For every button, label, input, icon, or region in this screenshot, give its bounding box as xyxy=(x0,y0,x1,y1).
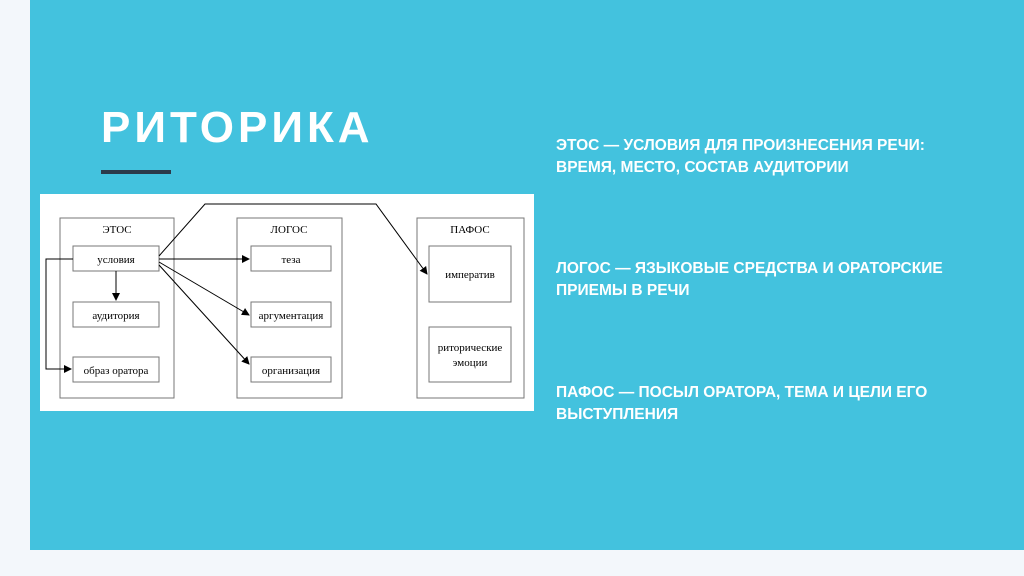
pathos-item-imperative xyxy=(428,245,512,303)
slide-title: РИТОРИКА xyxy=(101,103,374,152)
pathos-item-rhetorical-emotions-line1: риторические xyxy=(438,342,503,354)
logos-label: ЛОГОС xyxy=(271,224,308,236)
pathos-item-rhetorical-emotions xyxy=(428,326,512,383)
pathos-item-rhetorical-emotions-line2: эмоции xyxy=(453,357,488,369)
arrow-conditions-to-imperative xyxy=(158,203,428,275)
ethos-item-audience-label: аудитория xyxy=(92,310,139,322)
ethos-item-speaker-image-label: образ оратора xyxy=(84,365,149,377)
ethos-item-speaker-image xyxy=(72,356,160,383)
ethos-label: ЭТОС xyxy=(102,224,131,236)
logos-item-argumentation xyxy=(250,301,332,328)
logos-item-organization-label: организация xyxy=(262,365,320,377)
diagram-panel: ЭТОС условия аудитория образ оратора ЛОГ… xyxy=(40,194,534,411)
arrow-conditions-to-argumentation xyxy=(158,261,250,316)
logos-item-organization xyxy=(250,356,332,383)
ethos-description: ЭТОС — УСЛОВИЯ ДЛЯ ПРОИЗНЕСЕНИЯ РЕЧИ: ВР… xyxy=(556,137,925,176)
pathos-label: ПАФОС xyxy=(450,224,489,236)
pathos-description: ПАФОС — ПОСЫЛ ОРАТОРА, ТЕМА И ЦЕЛИ ЕГО В… xyxy=(556,384,928,423)
logos-item-thesis-label: теза xyxy=(281,254,300,266)
title-underline xyxy=(101,170,171,174)
rhetoric-diagram: ЭТОС условия аудитория образ оратора ЛОГ… xyxy=(45,203,525,399)
logos-item-argumentation-label: аргументация xyxy=(259,310,324,322)
ethos-item-conditions xyxy=(72,245,160,272)
arrow-conditions-to-organization xyxy=(158,264,250,365)
logos-item-thesis xyxy=(250,245,332,272)
ethos-item-audience xyxy=(72,301,160,328)
ethos-item-conditions-label: условия xyxy=(97,254,135,266)
pathos-item-imperative-label: императив xyxy=(445,269,495,281)
arrow-conditions-to-speaker-image xyxy=(45,258,73,373)
logos-description: ЛОГОС — ЯЗЫКОВЫЕ СРЕДСТВА И ОРАТОРСКИЕ П… xyxy=(556,260,943,299)
